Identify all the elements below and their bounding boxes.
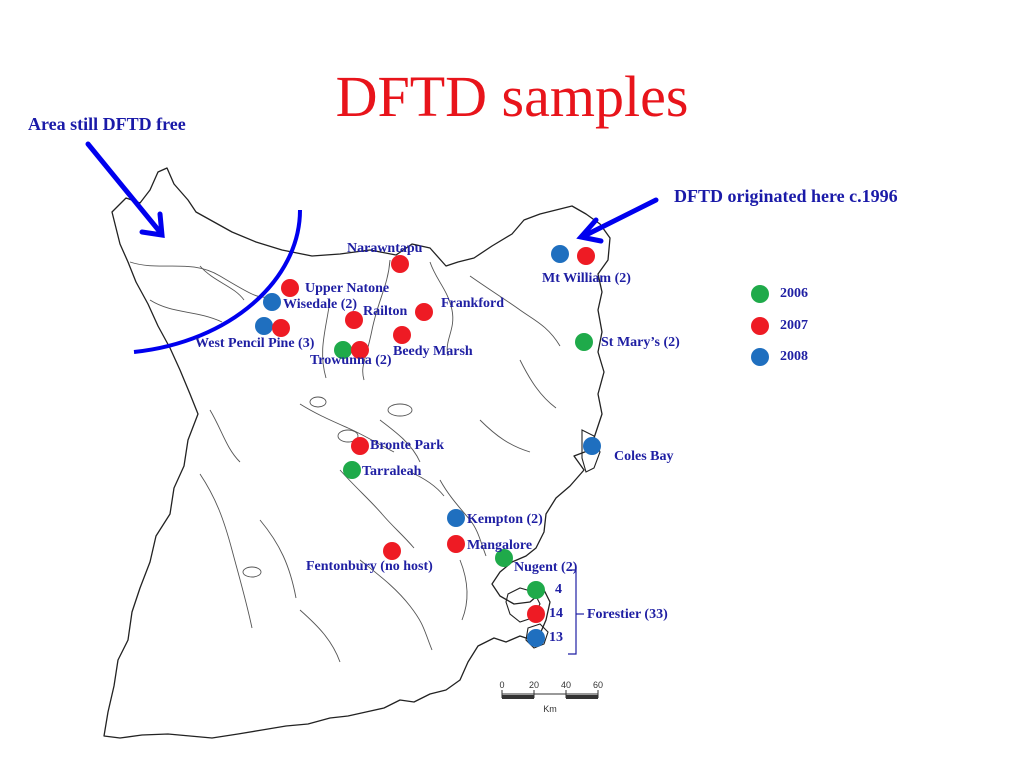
label-frankford: Frankford bbox=[441, 296, 504, 311]
dot-trowunna-2007 bbox=[351, 341, 369, 359]
scale-bar: 0 20 40 60 Km bbox=[499, 680, 603, 714]
dot-forestier-2006 bbox=[527, 581, 545, 599]
label-mangalore: Mangalore bbox=[467, 538, 533, 553]
label-forestier-2008-count: 13 bbox=[549, 630, 563, 645]
dot-coles-bay-2008 bbox=[583, 437, 601, 455]
dot-bronte-park-2007 bbox=[351, 437, 369, 455]
label-upper-natone: Upper Natone bbox=[305, 281, 390, 296]
dot-frankford-2007 bbox=[415, 303, 433, 321]
label-west-pencil-pine: West Pencil Pine (3) bbox=[195, 336, 315, 351]
label-beedy-marsh: Beedy Marsh bbox=[393, 344, 473, 359]
dot-st-marys-2006 bbox=[575, 333, 593, 351]
free-area-arrow bbox=[85, 141, 165, 238]
legend-label-2008: 2008 bbox=[780, 349, 808, 364]
label-narawntapu: Narawntapu bbox=[347, 241, 423, 256]
origin-arrow bbox=[576, 197, 659, 244]
scale-tick-0: 0 bbox=[499, 680, 504, 690]
label-mt-william: Mt William (2) bbox=[542, 271, 631, 286]
dot-upper-natone-2007 bbox=[281, 279, 299, 297]
scale-tick-40: 40 bbox=[561, 680, 571, 690]
label-forestier-2007-count: 14 bbox=[549, 606, 563, 621]
dot-mt-william-2008 bbox=[551, 245, 569, 263]
dot-west-pencil-pine-2007 bbox=[272, 319, 290, 337]
scale-unit: Km bbox=[543, 704, 557, 714]
page-title: DFTD samples bbox=[335, 64, 689, 129]
dot-kempton-2008 bbox=[447, 509, 465, 527]
label-forestier-2006-count: 4 bbox=[555, 582, 562, 597]
legend-label-2007: 2007 bbox=[780, 318, 808, 333]
label-nugent: Nugent (2) bbox=[514, 560, 578, 575]
dot-trowunna-2006 bbox=[334, 341, 352, 359]
scale-tick-60: 60 bbox=[593, 680, 603, 690]
rivers bbox=[129, 259, 561, 663]
scale-tick-20: 20 bbox=[529, 680, 539, 690]
label-kempton: Kempton (2) bbox=[467, 512, 543, 527]
dot-nugent-2006 bbox=[495, 549, 513, 567]
label-tarraleah: Tarraleah bbox=[362, 464, 422, 479]
legend-dot-2007 bbox=[751, 317, 769, 335]
dot-forestier-2007 bbox=[527, 605, 545, 623]
dot-narawntapu-2007 bbox=[391, 255, 409, 273]
dot-fentonbury-2007 bbox=[383, 542, 401, 560]
dot-beedy-marsh-2007 bbox=[393, 326, 411, 344]
legend-dot-2006 bbox=[751, 285, 769, 303]
label-trowunna: Trowunna (2) bbox=[310, 353, 392, 368]
legend-label-2006: 2006 bbox=[780, 286, 808, 301]
dot-forestier-2008 bbox=[527, 629, 545, 647]
label-forestier: Forestier (33) bbox=[587, 607, 668, 622]
label-coles-bay: Coles Bay bbox=[614, 449, 674, 464]
label-fentonbury: Fentonbury (no host) bbox=[306, 559, 433, 574]
label-bronte-park: Bronte Park bbox=[370, 438, 445, 453]
dot-wisedale-2008 bbox=[263, 293, 281, 311]
forestier-bracket bbox=[568, 569, 584, 655]
legend-dot-2008 bbox=[751, 348, 769, 366]
origin-note: DFTD originated here c.1996 bbox=[674, 186, 898, 206]
dot-mt-william-2007 bbox=[577, 247, 595, 265]
free-area-note: Area still DFTD free bbox=[28, 114, 186, 134]
label-wisedale: Wisedale (2) bbox=[283, 297, 358, 312]
dftd-free-boundary bbox=[133, 209, 302, 354]
dot-west-pencil-pine-2008 bbox=[255, 317, 273, 335]
dot-mangalore-2007 bbox=[447, 535, 465, 553]
label-st-marys: St Mary’s (2) bbox=[601, 335, 680, 350]
label-railton: Railton bbox=[363, 304, 408, 319]
dot-railton-2007 bbox=[345, 311, 363, 329]
dot-tarraleah-2006 bbox=[343, 461, 361, 479]
